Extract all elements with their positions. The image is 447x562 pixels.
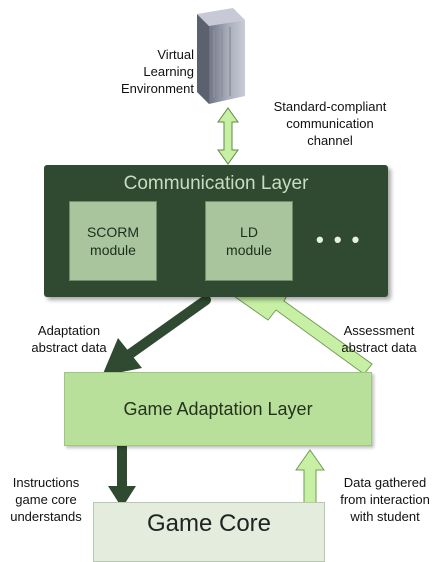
communication-layer-title: Communication Layer: [123, 173, 309, 194]
vle-channel-arrow: [217, 107, 239, 165]
ld-module: LD module: [205, 201, 293, 281]
more-modules-ellipsis: • • •: [316, 227, 362, 252]
channel-label-line: channel: [307, 133, 353, 148]
instructions-line: understands: [10, 509, 82, 524]
communication-layer: Communication Layer SCORM module LD modu…: [44, 165, 388, 297]
ld-module-line: LD: [240, 224, 258, 240]
vle-label-line: Virtual: [157, 47, 194, 62]
adaptation-data-label: Adaptation abstract data: [4, 322, 134, 356]
vle-label-line: Learning: [143, 64, 194, 79]
scorm-module: SCORM module: [69, 201, 157, 281]
gathered-data-line: with student: [350, 509, 420, 524]
instructions-line: game core: [15, 492, 77, 507]
instructions-label: Instructions game core understands: [0, 474, 92, 525]
instructions-arrow: [108, 446, 136, 508]
scorm-module-line: SCORM: [86, 224, 140, 240]
instructions-line: Instructions: [12, 475, 80, 490]
game-core: Game Core: [93, 502, 325, 562]
channel-label: Standard-compliant communication channel: [248, 98, 412, 149]
assessment-data-line: abstract data: [341, 340, 417, 355]
scorm-module-line: module: [90, 242, 136, 258]
gathered-data-line: Data gathered: [343, 475, 427, 490]
adaptation-data-arrow: [102, 295, 211, 376]
gathered-data-label: Data gathered from interaction with stud…: [326, 474, 444, 525]
adaptation-data-line: Adaptation: [37, 323, 101, 338]
assessment-data-label: Assessment abstract data: [316, 322, 442, 356]
vle-label: Virtual Learning Environment: [84, 46, 194, 97]
game-adaptation-layer: Game Adaptation Layer: [64, 372, 372, 446]
gathered-data-line: from interaction: [340, 492, 430, 507]
channel-label-line: communication: [286, 116, 374, 131]
server-icon: [197, 8, 245, 104]
assessment-data-line: Assessment: [343, 323, 415, 338]
game-adaptation-layer-title: Game Adaptation Layer: [123, 398, 313, 419]
vle-label-line: Environment: [121, 81, 194, 96]
channel-label-line: Standard-compliant: [273, 99, 387, 114]
ld-module-line: module: [226, 242, 272, 258]
adaptation-data-line: abstract data: [31, 340, 107, 355]
game-core-title: Game Core: [146, 510, 272, 537]
